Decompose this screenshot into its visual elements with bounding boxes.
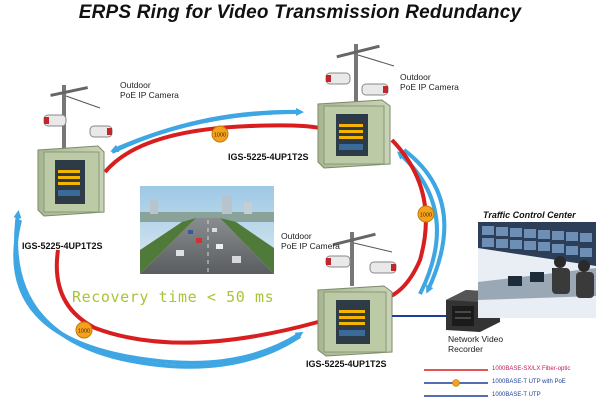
camera-left-1	[43, 114, 67, 127]
traffic-control-center-image	[478, 222, 596, 318]
camera-label-top-line2: PoE IP Camera	[400, 82, 459, 92]
ring-badge-bottom: 1000	[75, 321, 93, 339]
nvr-label-line1: Network Video	[448, 334, 504, 344]
switch-label-bottom: IGS-5225-4UP1T2S	[306, 359, 387, 369]
camera-label-top: Outdoor PoE IP Camera	[400, 72, 459, 92]
nvr-label-line2: Recorder	[448, 344, 483, 354]
backup-arrow-top-return	[110, 110, 299, 153]
camera-label-top-line1: Outdoor	[400, 72, 431, 82]
camera-left-2	[89, 125, 113, 138]
legend-label-utp: 1000BASE-T UTP	[492, 392, 541, 398]
backup-arrow-right-return	[397, 151, 439, 295]
switch-cabinet-top	[317, 44, 395, 169]
camera-label-bottom-line2: PoE IP Camera	[281, 241, 340, 251]
ring-badge-top-text: 1000	[214, 133, 226, 139]
highway-traffic-photo	[140, 186, 274, 274]
backup-arrow-right	[402, 148, 447, 294]
switch-label-top: IGS-5225-4UP1T2S	[228, 152, 309, 162]
backup-arrow-left-return	[13, 210, 302, 369]
ring-badge-top: 1000	[211, 125, 229, 143]
legend	[424, 369, 488, 397]
camera-label-bottom-line1: Outdoor	[281, 231, 312, 241]
legend-label-fiber: 1000BASE-SX/LX Fiber-optic	[492, 366, 571, 372]
camera-label-left: Outdoor PoE IP Camera	[120, 80, 179, 100]
ring-badge-bottom-text: 1000	[78, 329, 90, 335]
camera-label-left-line2: PoE IP Camera	[120, 90, 179, 100]
camera-label-bottom: Outdoor PoE IP Camera	[281, 231, 340, 251]
camera-bottom-2	[369, 261, 397, 274]
camera-bottom-1	[325, 255, 351, 268]
switch-cabinet-bottom	[317, 232, 397, 357]
recovery-time-text: Recovery time < 50 ms	[72, 288, 275, 306]
diagram-title: ERPS Ring for Video Transmission Redunda…	[78, 2, 522, 23]
ring-badge-right-text: 1000	[420, 213, 432, 219]
switch-label-left: IGS-5225-4UP1T2S	[22, 241, 103, 251]
legend-label-utp-poe: 1000BASE-T UTP with PoE	[492, 379, 566, 385]
fiber-ring	[54, 123, 428, 345]
camera-top-2	[361, 83, 389, 96]
camera-top-1	[325, 72, 351, 85]
backup-arrow-left	[13, 219, 304, 365]
switch-cabinet-left	[37, 85, 113, 217]
legend-item-utp-poe	[424, 379, 488, 387]
ring-badge-right: 1000	[417, 205, 435, 223]
traffic-control-center-title: Traffic Control Center	[483, 210, 576, 220]
camera-label-left-line1: Outdoor	[120, 80, 151, 90]
nvr-label: Network Video Recorder	[448, 334, 503, 354]
